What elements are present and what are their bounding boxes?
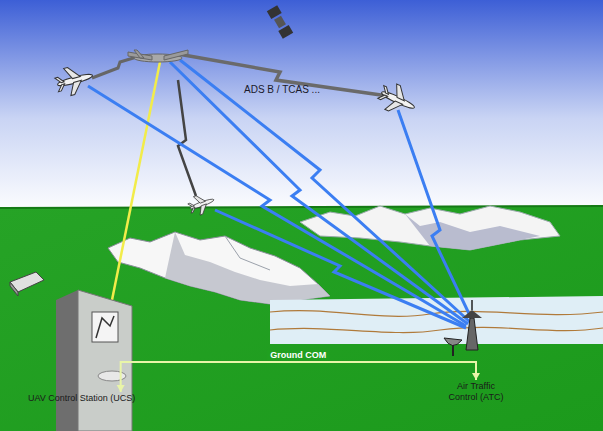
airliner	[53, 62, 96, 99]
mountain-range	[300, 206, 560, 250]
station-label: UAV Control Station (UCS)	[28, 393, 135, 404]
uav-control-link	[112, 62, 160, 300]
sky	[0, 0, 603, 215]
link-label: ADS B / TCAS ...	[244, 84, 320, 95]
airliner	[375, 79, 420, 120]
uav	[128, 50, 188, 62]
station-label-box: UAV Control Station (UCS)	[26, 392, 137, 405]
ground-link	[117, 362, 480, 392]
atc-tower	[444, 300, 482, 356]
ground	[0, 206, 603, 431]
datalink	[92, 56, 140, 78]
edge-label: Ground COM	[267, 350, 329, 360]
river-band	[270, 296, 603, 344]
light-aircraft	[186, 190, 217, 217]
station-label-box: Air Traffic Control (ATC)	[440, 380, 512, 404]
control-station	[56, 290, 132, 431]
satellite	[267, 5, 293, 39]
datalink	[178, 54, 388, 96]
datalink	[178, 80, 196, 196]
atc-links	[88, 60, 472, 328]
laptop-icon	[10, 272, 44, 296]
mountain-range	[108, 232, 330, 304]
station-label: Air Traffic Control (ATC)	[442, 381, 510, 403]
